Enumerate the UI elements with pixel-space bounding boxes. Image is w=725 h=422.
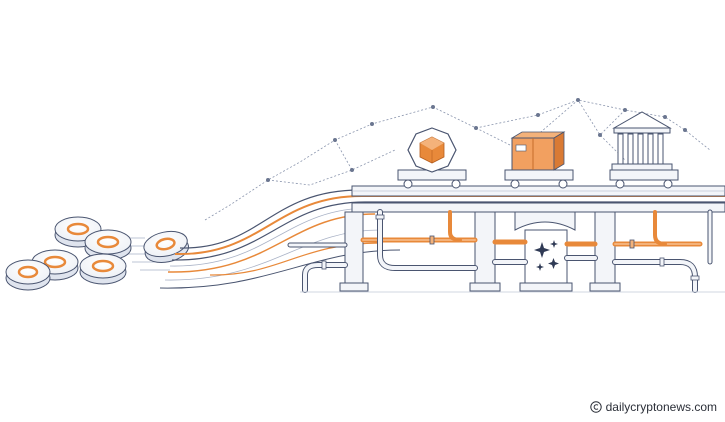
network-nodes <box>266 98 687 182</box>
bank-building-icon <box>611 111 673 171</box>
coin-stack <box>5 216 132 291</box>
coin <box>79 253 127 285</box>
cart-gem <box>397 127 467 189</box>
watermark: dailycryptonews.com <box>589 400 717 414</box>
pipes <box>287 209 713 293</box>
support-columns <box>339 211 621 292</box>
processing-machine <box>514 211 576 292</box>
copyright-icon <box>589 401 602 413</box>
coin <box>5 259 51 291</box>
watermark-text: dailycryptonews.com <box>605 400 717 414</box>
flying-coin <box>143 230 189 264</box>
network-lines <box>204 99 711 221</box>
sparkle-icon <box>534 240 559 271</box>
pipe-joints <box>321 214 700 281</box>
package-box-icon <box>510 131 566 171</box>
flow-lines <box>159 189 725 289</box>
cart-bank <box>609 111 679 189</box>
conveyor-rail <box>351 185 725 213</box>
hexagon-gem-icon <box>419 136 445 164</box>
cart-package <box>504 131 574 189</box>
